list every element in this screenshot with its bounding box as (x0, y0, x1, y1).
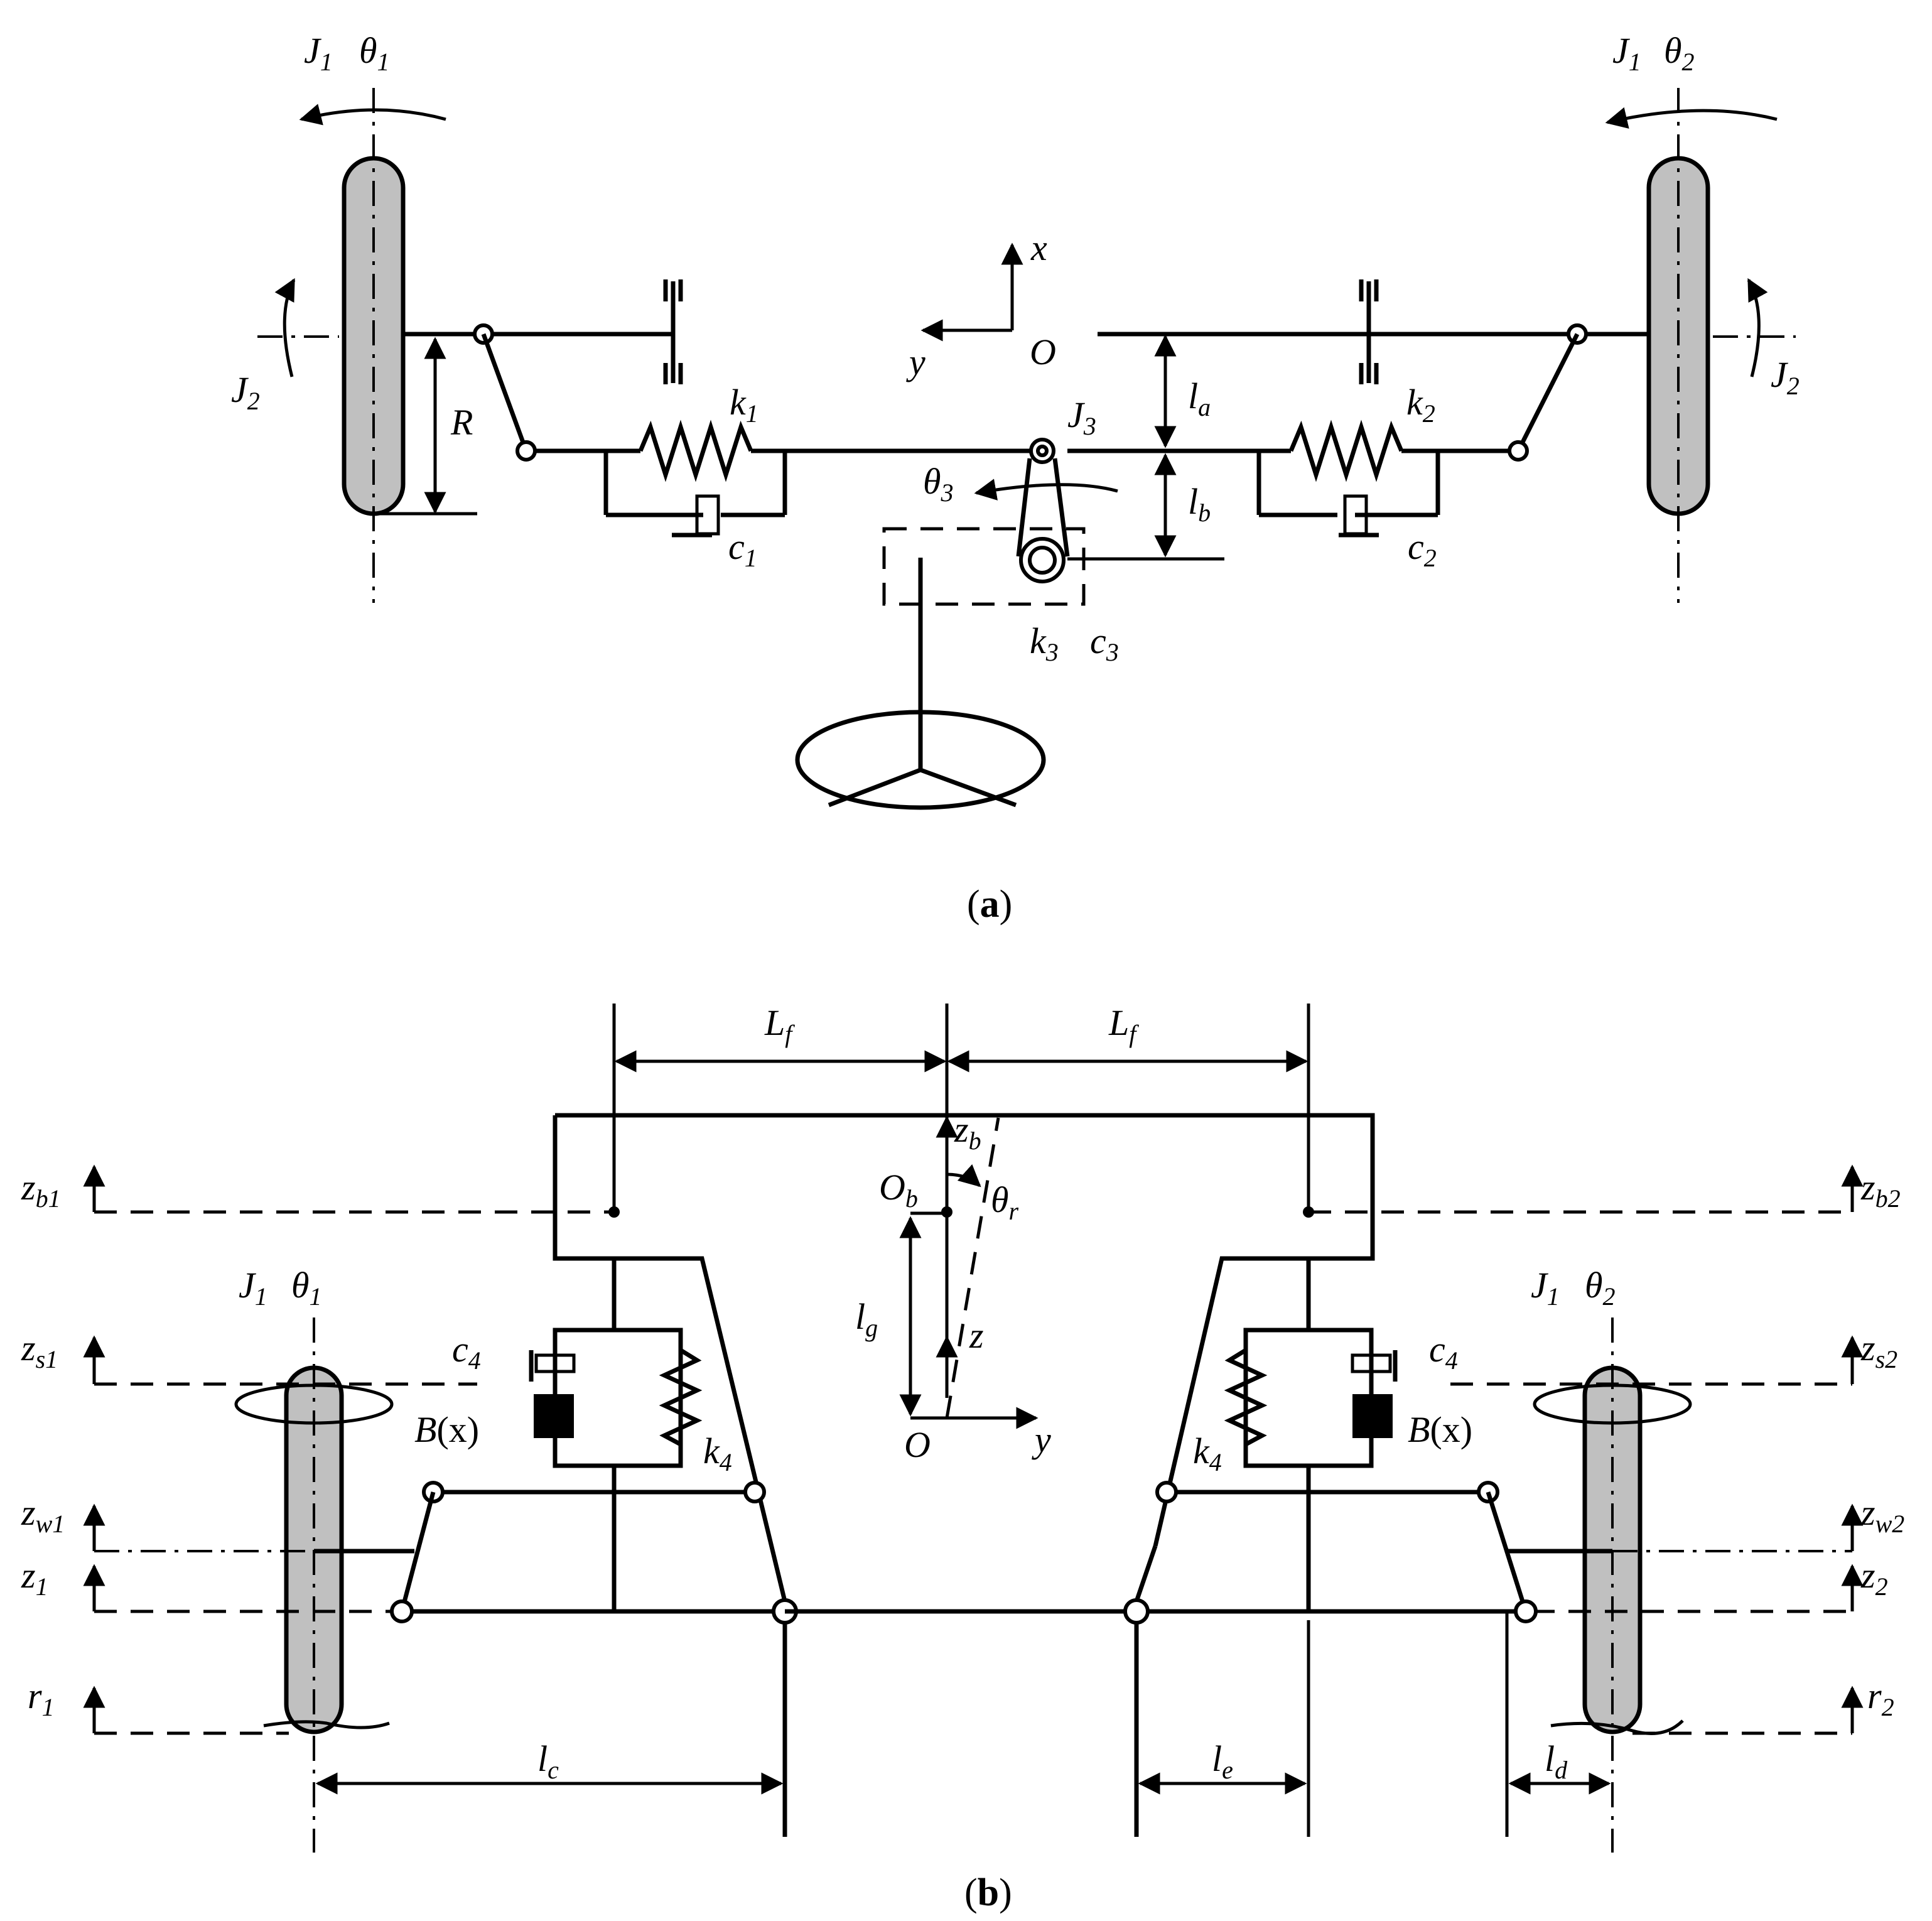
c3-label: c3 (1090, 620, 1119, 666)
right-wheel-a (1605, 88, 1796, 603)
axis-y-label: y (906, 342, 926, 382)
z2-label: z2 (1860, 1555, 1888, 1601)
left-Bx-label: B(x) (414, 1409, 479, 1450)
left-wheel-J2-label: J2 (231, 369, 260, 415)
right-wheel-J1-label: J1 (1612, 30, 1641, 76)
la-label: la (1188, 376, 1211, 421)
y-label: y (1032, 1419, 1051, 1460)
c2-label: c2 (1408, 526, 1437, 572)
left-theta1-label: θ1 (291, 1265, 322, 1311)
right-c4-label: c4 (1429, 1329, 1458, 1375)
left-J1-label: J1 (239, 1265, 267, 1311)
k1-label: k1 (730, 382, 758, 428)
zs2-label: zs2 (1860, 1328, 1897, 1373)
z1-label: z1 (21, 1555, 48, 1601)
caption-a: (a) (967, 883, 1012, 926)
panel-a: J1 θ1 J2 R J1 θ2 J2 k1 c1 k2 c2 J3 θ3 k3… (231, 30, 1800, 926)
left-wheel-b (234, 1318, 394, 1853)
Lf-right-label: Lf (1108, 1002, 1139, 1048)
r2-label: r2 (1867, 1675, 1894, 1721)
right-k4-label: k4 (1193, 1431, 1222, 1476)
lc-label: lc (537, 1738, 559, 1784)
c1-label: c1 (728, 526, 757, 572)
theta3-label: θ3 (923, 461, 954, 507)
O-label: O (904, 1424, 931, 1465)
zs1-label: zs1 (21, 1328, 58, 1373)
k3-label: k3 (1030, 620, 1059, 666)
zb-label: zb (954, 1109, 981, 1155)
left-k4-label: k4 (703, 1431, 732, 1476)
zb1-label: zb1 (21, 1167, 61, 1213)
right-theta2-label: θ2 (1585, 1265, 1616, 1311)
Lf-left-label: Lf (764, 1002, 795, 1048)
theta-r-label: θr (991, 1179, 1019, 1225)
right-wheel-J2-label: J2 (1771, 354, 1800, 400)
right-wheel-theta2-label: θ2 (1664, 30, 1695, 76)
left-c4-label: c4 (452, 1329, 481, 1375)
J3-label: J3 (1067, 394, 1096, 440)
lb-label: lb (1188, 481, 1211, 527)
origin-O-label: O (1030, 332, 1056, 372)
k2-label: k2 (1406, 382, 1435, 428)
z-label: z (969, 1315, 984, 1356)
right-J1-label: J1 (1531, 1265, 1560, 1311)
lg-label: lg (855, 1296, 878, 1342)
Ob-label: Ob (879, 1167, 918, 1213)
r1-label: r1 (28, 1675, 55, 1721)
left-wheel-J1-label: J1 (304, 30, 333, 76)
left-wheel-theta1-label: θ1 (359, 30, 390, 76)
le-label: le (1212, 1738, 1233, 1784)
left-wheel-a (257, 88, 446, 603)
ld-label: ld (1545, 1738, 1568, 1784)
panel-b: Lf Lf zb Ob θr lg z O y zb1 zs1 zw1 z1 r… (21, 1002, 1904, 1914)
axis-x-label: x (1030, 227, 1047, 268)
zw2-label: zw2 (1860, 1492, 1904, 1538)
caption-b: (b) (964, 1871, 1012, 1914)
zw1-label: zw1 (21, 1492, 65, 1538)
zb2-label: zb2 (1860, 1167, 1901, 1213)
right-Bx-label: B(x) (1408, 1409, 1472, 1450)
radius-label: R (450, 402, 473, 443)
